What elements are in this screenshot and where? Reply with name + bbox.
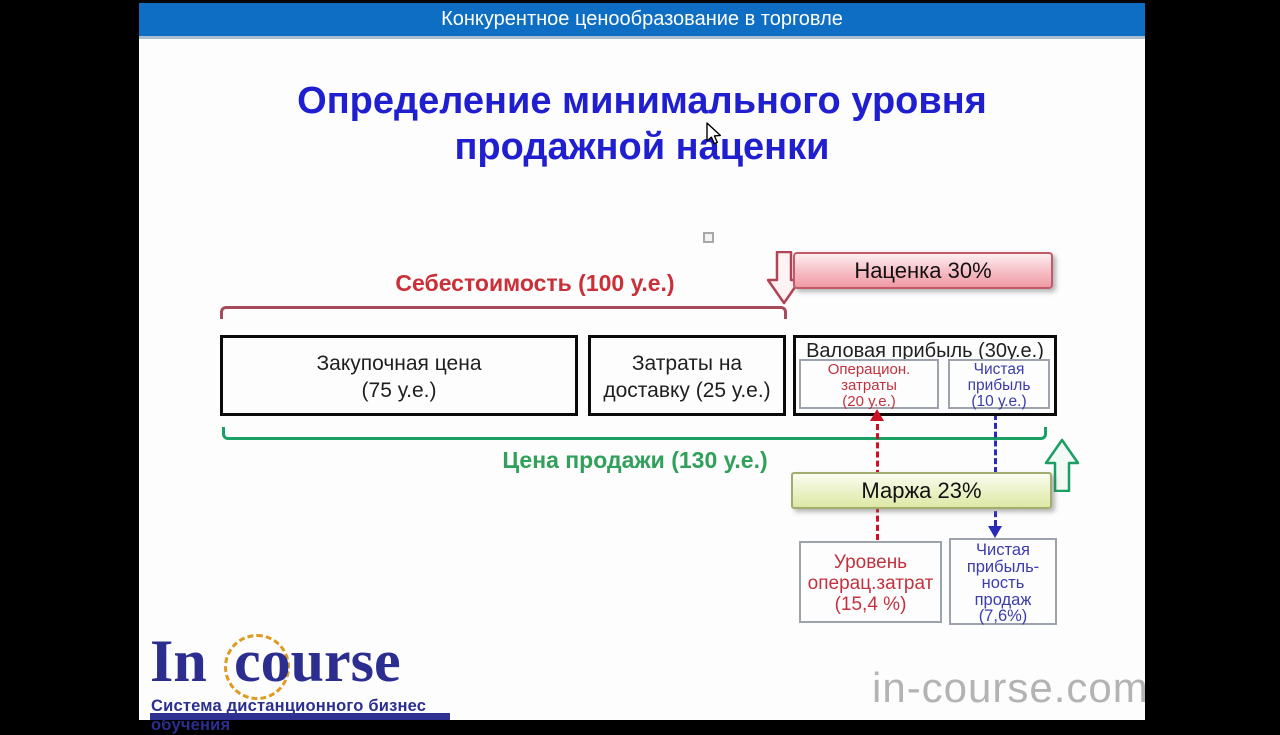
logo-text-in: In <box>150 628 207 694</box>
purchase-price-box: Закупочная цена (75 у.е.) <box>220 335 578 416</box>
video-frame: Конкурентное ценообразование в торговле … <box>139 0 1149 734</box>
cost-label: Себестоимость (100 у.е.) <box>395 270 675 296</box>
top-bar-title: Конкурентное ценообразование в торговле <box>139 0 1145 39</box>
blue-down-arrowhead-icon <box>988 526 1002 538</box>
operating-costs-line-1: Операцион. <box>827 361 911 378</box>
operating-level-line-2: операц.затрат <box>807 573 934 594</box>
slide-title: Определение минимального уровня продажно… <box>139 78 1145 170</box>
operating-level-line-3: (15,4 %) <box>834 594 907 615</box>
delivery-costs-box: Затраты на доставку (25 у.е.) <box>588 335 786 416</box>
net-profit-line-3: (10 у.е.) <box>971 393 1027 410</box>
blue-dashed-connector <box>994 414 997 526</box>
operating-level-box: Уровень операц.затрат (15,4 %) <box>799 541 942 623</box>
margin-up-arrow-icon <box>1044 438 1080 492</box>
cost-bracket <box>220 306 787 319</box>
slide-title-line-2: продажной наценки <box>454 126 830 168</box>
net-profit-line-2: прибыль <box>967 377 1031 394</box>
net-profitability-line-1: Чистая <box>976 541 1030 559</box>
net-profit-box: Чистая прибыль (10 у.е.) <box>948 359 1050 410</box>
logo-text-course: course <box>234 628 401 694</box>
net-profitability-line-5: (7,6%) <box>978 607 1028 625</box>
net-profitability-box: Чистая прибыль- ность продаж (7,6%) <box>949 538 1057 625</box>
net-profitability-line-3: ность <box>981 574 1025 592</box>
delivery-costs-line-2: доставку (25 у.е.) <box>603 379 771 402</box>
logo-underline-bar <box>150 713 450 720</box>
purchase-price-line-1: Закупочная цена <box>316 352 482 375</box>
red-up-arrowhead-icon <box>870 409 884 421</box>
slide-title-line-1: Определение минимального уровня <box>297 80 987 122</box>
operating-level-line-1: Уровень <box>833 552 908 573</box>
delivery-costs-line-1: Затраты на <box>631 352 743 375</box>
markup-badge: Наценка 30% <box>793 252 1053 289</box>
logo-sun-ring-icon <box>224 634 290 700</box>
operating-costs-line-3: (20 у.е.) <box>842 393 896 410</box>
margin-badge: Маржа 23% <box>791 472 1052 509</box>
purchase-price-line-2: (75 у.е.) <box>361 379 437 402</box>
operating-costs-box: Операцион. затраты (20 у.е.) <box>799 359 939 410</box>
operating-costs-line-2: затраты <box>841 377 897 394</box>
price-label: Цена продажи (130 у.е.) <box>502 447 768 473</box>
net-profitability-line-4: продаж <box>974 590 1032 609</box>
markup-down-arrow-icon <box>766 251 802 305</box>
mouse-cursor-icon <box>706 122 721 145</box>
small-square-artifact <box>703 232 714 243</box>
net-profitability-line-2: прибыль- <box>966 557 1040 576</box>
watermark-url: in-course.com <box>872 664 1149 711</box>
net-profit-line-1: Чистая <box>973 361 1025 378</box>
price-bracket <box>222 427 1047 440</box>
